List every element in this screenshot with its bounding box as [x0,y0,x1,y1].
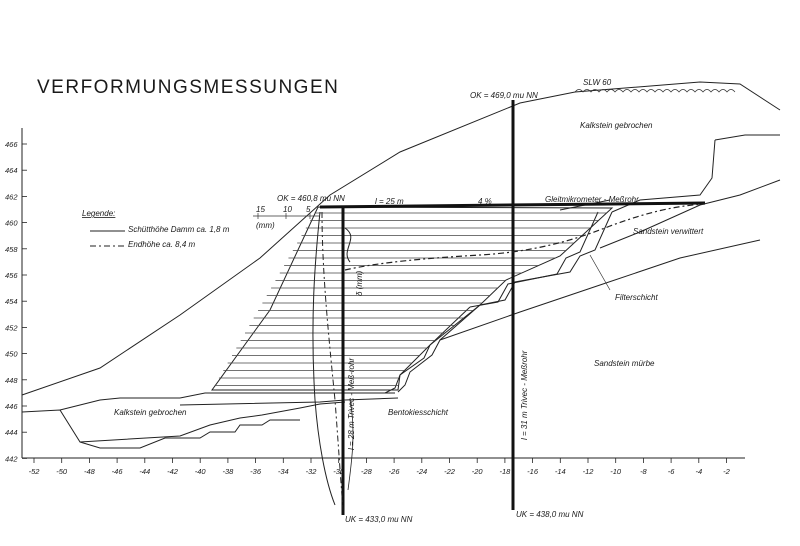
trivec-right-label: l = 31 m Trivec - Meßrohr [520,350,529,440]
lower-layer-step [59,397,180,411]
scale-15: 15 [256,205,265,214]
y-tick-label: 448 [5,376,18,385]
deformation-curve-mid [344,227,352,263]
ok-left-label: OK = 460,8 mu NN [277,194,345,203]
x-tick-label: -22 [444,467,456,476]
ok-right-label: OK = 469,0 mu NN [470,91,538,100]
x-tick-label: -40 [195,467,207,476]
road-stones [574,89,736,93]
y-tick-label: 462 [5,192,18,201]
x-tick-label: -26 [389,467,401,476]
gleitmikrometer-label: Gleitmikrometer - Meßrohr [545,195,639,204]
uk-right-label: UK = 438,0 mu NN [516,510,584,519]
sandstone-boundary [439,239,761,341]
sandstein-murbe-label: Sandstein mürbe [594,359,655,368]
y-tick-label: 444 [5,428,18,437]
trivec-left-label: l = 28 m Trivec - Meß-rohr [347,358,356,450]
cut-outline-lower [397,304,481,393]
sandstein-verwittert-label: Sandstein verwittert [633,227,704,236]
y-tick-label: 454 [5,297,18,306]
weathered-boundary [599,179,781,249]
x-tick-label: -46 [112,467,124,476]
filter-leader [589,254,611,291]
deformation-curve-final [344,203,706,271]
x-tick-label: -8 [640,467,647,476]
kalkstein-top-label: Kalkstein gebrochen [580,121,653,130]
dam-fill [211,206,614,391]
x-tick-label: -6 [668,467,675,476]
filter-layer-line [469,211,599,308]
bentokies-label: Bentokiesschicht [388,408,449,417]
y-tick-label: 458 [5,245,18,254]
y-tick-label: 450 [5,350,18,359]
x-tick-label: -16 [527,467,539,476]
x-tick-label: -2 [723,467,730,476]
x-tick-label: -38 [222,467,234,476]
x-tick-label: -34 [278,467,289,476]
rock-boundary-top [714,134,780,141]
vertical-curve-dash [321,211,344,511]
terrain-upper-slope [21,81,781,396]
scale-5: 5 [306,205,311,214]
vertical-curve-solid [312,211,336,506]
x-tick-label: -4 [695,467,702,476]
legend-dash-text: Endhöhe ca. 8,4 m [128,240,195,249]
y-tick-label: 464 [5,166,18,175]
y-tick-label: 466 [5,140,18,149]
filter-lower-line [384,306,471,394]
legend-solid-text: Schütthöhe Damm ca. 1,8 m [128,225,230,234]
bentonite-bottom [179,397,399,406]
mm-left-label: (mm) [256,221,275,230]
lower-rock-line [21,401,346,443]
x-tick-label: -12 [583,467,595,476]
x-tick-label: -42 [167,467,179,476]
y-tick-label: 456 [5,271,18,280]
x-tick-label: -30 [333,467,345,476]
x-tick-label: -14 [555,467,566,476]
bentonite-top [179,392,395,399]
x-tick-label: -24 [416,467,427,476]
filterschicht-label: Filterschicht [615,293,658,302]
x-tick-label: -18 [499,467,511,476]
y-tick-label: 452 [5,323,18,332]
y-tick-label: 442 [5,454,18,463]
x-tick-label: -44 [139,467,150,476]
x-tick-label: -32 [306,467,318,476]
gleitmikrometer-tube [319,201,706,209]
slw-label: SLW 60 [583,78,612,87]
slope-label: 4 % [478,197,492,206]
x-tick-label: -36 [250,467,262,476]
x-tick-label: -50 [56,467,68,476]
x-tick-label: -48 [84,467,96,476]
x-tick-label: -28 [361,467,373,476]
x-axis-ticks: -52 -50 -48 -46 -44 -42 -40 -38 -36 -34 -32 -30 -28 -… [29,458,731,476]
vertical-curve-small [347,399,354,491]
title: VERFORMUNGSMESSUNGEN [37,77,339,98]
cut-outline-upper [479,211,613,306]
scale-10: 10 [283,205,292,214]
x-tick-label: -20 [472,467,484,476]
x-tick-label: -52 [29,467,41,476]
delta-label: δ (mm) [355,270,364,296]
y-tick-label: 460 [5,219,18,228]
uk-left-label: UK = 433,0 mu NN [345,515,413,524]
length-label: l = 25 m [375,197,404,206]
x-tick-label: -10 [610,467,622,476]
lower-steps [79,419,300,449]
y-axis-ticks: 466 464 462 460 458 456 454 452 450 448 446 444 442 [5,140,27,463]
kalkstein-bottom-label: Kalkstein gebrochen [114,408,187,417]
legend-title: Legende: [82,209,115,218]
y-tick-label: 446 [5,402,18,411]
